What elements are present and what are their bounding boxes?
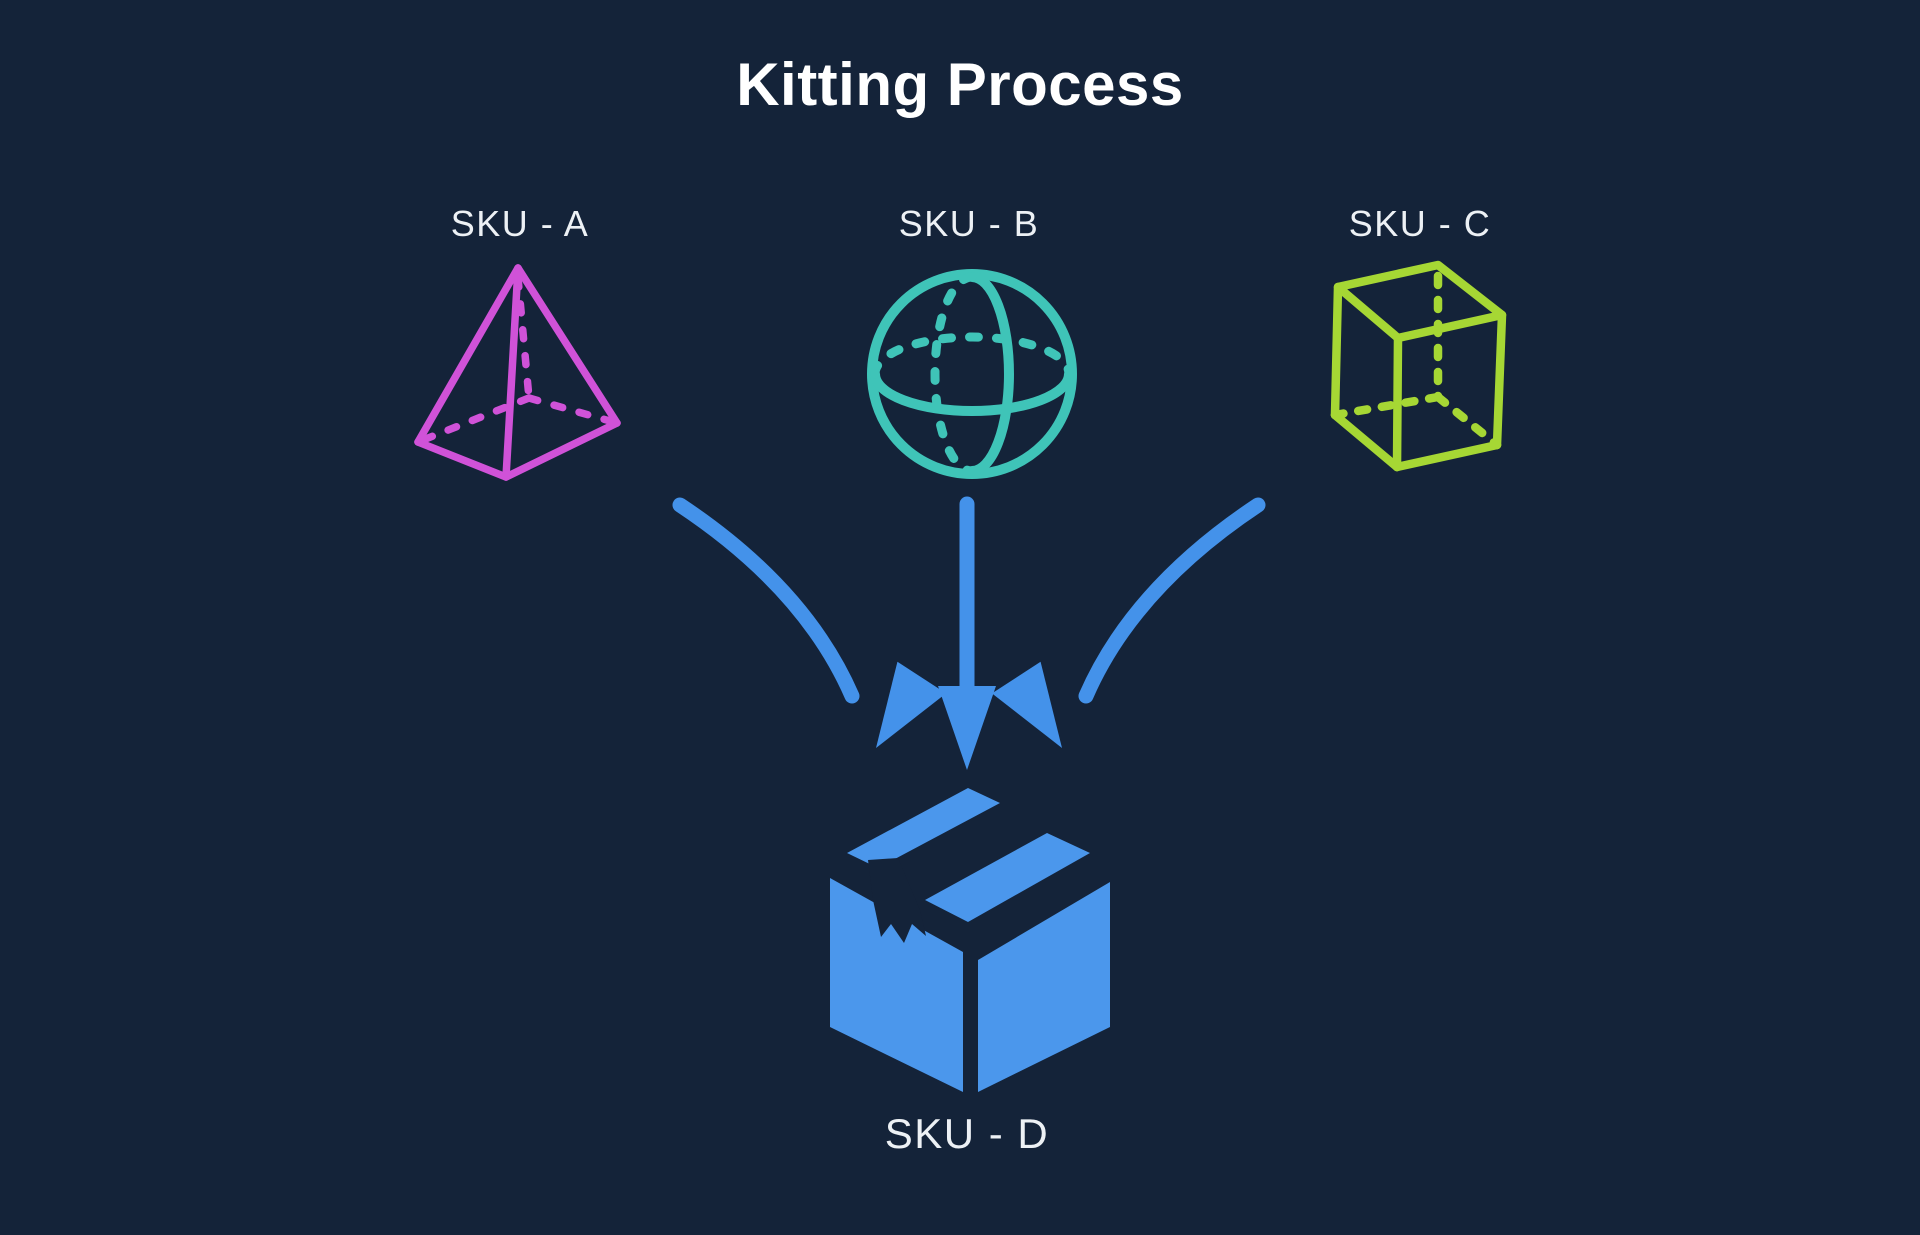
arrowhead-icon	[938, 686, 996, 770]
sku-d-label: SKU - D	[884, 1110, 1050, 1157]
merge-arrows	[672, 496, 1266, 770]
diagram-title: Kitting Process	[736, 51, 1184, 118]
curved-down-right-arrow	[672, 497, 860, 704]
cube-icon	[1330, 260, 1507, 472]
sphere-icon	[867, 269, 1077, 479]
arrowhead-icon	[876, 661, 947, 748]
pyramid-icon	[414, 264, 621, 481]
sku-c-label: SKU - C	[1348, 203, 1492, 244]
arrowhead-icon	[991, 661, 1062, 748]
curved-down-left-arrow	[1078, 497, 1266, 704]
box-icon	[830, 788, 1110, 1092]
torn-tape-notch	[868, 858, 926, 943]
sku-a-label: SKU - A	[450, 203, 590, 244]
sku-b-label: SKU - B	[898, 203, 1040, 244]
